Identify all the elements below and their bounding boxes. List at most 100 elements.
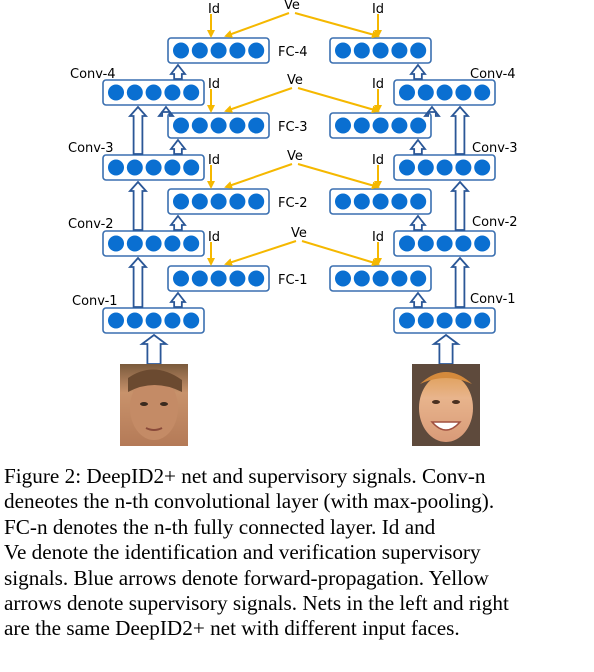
ve-label: Ve xyxy=(287,73,303,88)
neuron xyxy=(353,270,370,287)
right-conv-forward-arrow xyxy=(449,256,471,308)
caption-line: arrows denote supervisory signals. Nets … xyxy=(4,591,509,616)
neuron xyxy=(126,159,143,176)
neuron xyxy=(210,117,227,134)
right-conv-to-fc-arrow xyxy=(409,291,427,308)
right-ve-signal-arrow xyxy=(297,163,380,190)
neuron xyxy=(474,312,491,329)
neuron xyxy=(436,84,453,101)
right-id-label: Id xyxy=(372,230,384,245)
right-conv-4-label: Conv-4 xyxy=(470,67,516,82)
left-conv-1-box xyxy=(102,307,205,334)
left-face-photo xyxy=(120,364,188,446)
fc-3-label: FC-3 xyxy=(278,120,308,135)
neuron xyxy=(353,193,370,210)
neuron xyxy=(436,312,453,329)
left-ve-signal-arrow xyxy=(224,12,290,38)
left-fc-4-box xyxy=(167,37,270,64)
neuron xyxy=(183,235,200,252)
neuron xyxy=(126,312,143,329)
neuron xyxy=(474,159,491,176)
right-id-label: Id xyxy=(372,153,384,168)
neuron xyxy=(191,42,208,59)
neuron xyxy=(436,159,453,176)
right-conv-1-box xyxy=(393,307,496,334)
neuron xyxy=(399,312,415,329)
neuron xyxy=(145,84,162,101)
neuron xyxy=(248,117,265,134)
left-conv-2-box xyxy=(102,230,205,257)
neuron xyxy=(372,193,389,210)
left-conv-3-box xyxy=(102,154,205,181)
neuron xyxy=(455,159,472,176)
neuron xyxy=(164,312,181,329)
neuron xyxy=(391,42,408,59)
left-conv-3-label: Conv-3 xyxy=(68,141,114,156)
right-conv-to-fc-arrow xyxy=(409,138,427,155)
right-ve-signal-arrow xyxy=(294,12,380,39)
neuron xyxy=(417,235,434,252)
fc-4-label: FC-4 xyxy=(278,45,308,60)
neuron xyxy=(229,193,246,210)
caption-line: Ve denote the identification and verific… xyxy=(4,540,481,565)
neuron xyxy=(417,312,434,329)
left-conv-2-label: Conv-2 xyxy=(68,217,114,232)
right-ve-signal-arrow xyxy=(297,87,380,114)
left-conv-to-fc-arrow xyxy=(169,138,187,155)
caption-line: signals. Blue arrows denote forward-prop… xyxy=(4,565,489,590)
left-id-label: Id xyxy=(208,77,220,92)
neuron xyxy=(335,117,351,134)
neuron xyxy=(399,159,415,176)
left-ve-signal-arrow xyxy=(224,240,297,266)
neuron xyxy=(183,84,200,101)
caption-line: are the same DeepID2+ net with different… xyxy=(4,616,460,641)
right-id-label: Id xyxy=(372,2,384,17)
neuron xyxy=(108,235,124,252)
neuron xyxy=(410,270,427,287)
caption-line: Figure 2: DeepID2+ net and supervisory s… xyxy=(4,464,486,488)
left-input-arrow xyxy=(139,333,169,365)
right-conv-4-box xyxy=(393,79,496,106)
fc-2-label: FC-2 xyxy=(278,196,308,211)
left-fc-to-conv-arrow xyxy=(157,105,175,117)
neuron xyxy=(248,193,265,210)
left-ve-signal-arrow xyxy=(224,87,293,113)
neuron xyxy=(353,42,370,59)
right-fc-to-conv-arrow xyxy=(423,105,441,117)
neuron xyxy=(164,84,181,101)
neuron xyxy=(164,159,181,176)
neuron xyxy=(108,159,124,176)
left-fc-3-box xyxy=(167,112,270,139)
right-conv-2-label: Conv-2 xyxy=(472,215,518,230)
neuron xyxy=(248,42,265,59)
neuron xyxy=(126,84,143,101)
right-conv-forward-arrow xyxy=(449,105,471,155)
caption-line: FC-n denotes the n-th fully connected la… xyxy=(4,514,436,539)
neuron xyxy=(145,235,162,252)
neuron xyxy=(108,312,124,329)
neuron xyxy=(391,270,408,287)
right-conv-1-label: Conv-1 xyxy=(470,292,516,307)
neuron xyxy=(173,270,189,287)
neuron xyxy=(474,235,491,252)
right-conv-3-label: Conv-3 xyxy=(472,141,518,156)
neuron xyxy=(417,159,434,176)
right-fc-3-box xyxy=(329,112,432,139)
ve-label: Ve xyxy=(291,226,307,241)
neuron xyxy=(183,312,200,329)
neuron xyxy=(455,235,472,252)
left-conv-to-fc-arrow xyxy=(169,63,187,80)
left-conv-to-fc-arrow xyxy=(169,214,187,231)
left-ve-signal-arrow xyxy=(224,163,293,189)
right-conv-to-fc-arrow xyxy=(409,63,427,80)
neuron xyxy=(183,159,200,176)
neuron xyxy=(474,84,491,101)
right-face-photo xyxy=(412,364,480,446)
ve-label: Ve xyxy=(287,149,303,164)
neuron xyxy=(248,270,265,287)
neuron xyxy=(455,312,472,329)
neuron xyxy=(191,117,208,134)
left-conv-forward-arrow xyxy=(127,180,149,231)
neuron xyxy=(191,193,208,210)
